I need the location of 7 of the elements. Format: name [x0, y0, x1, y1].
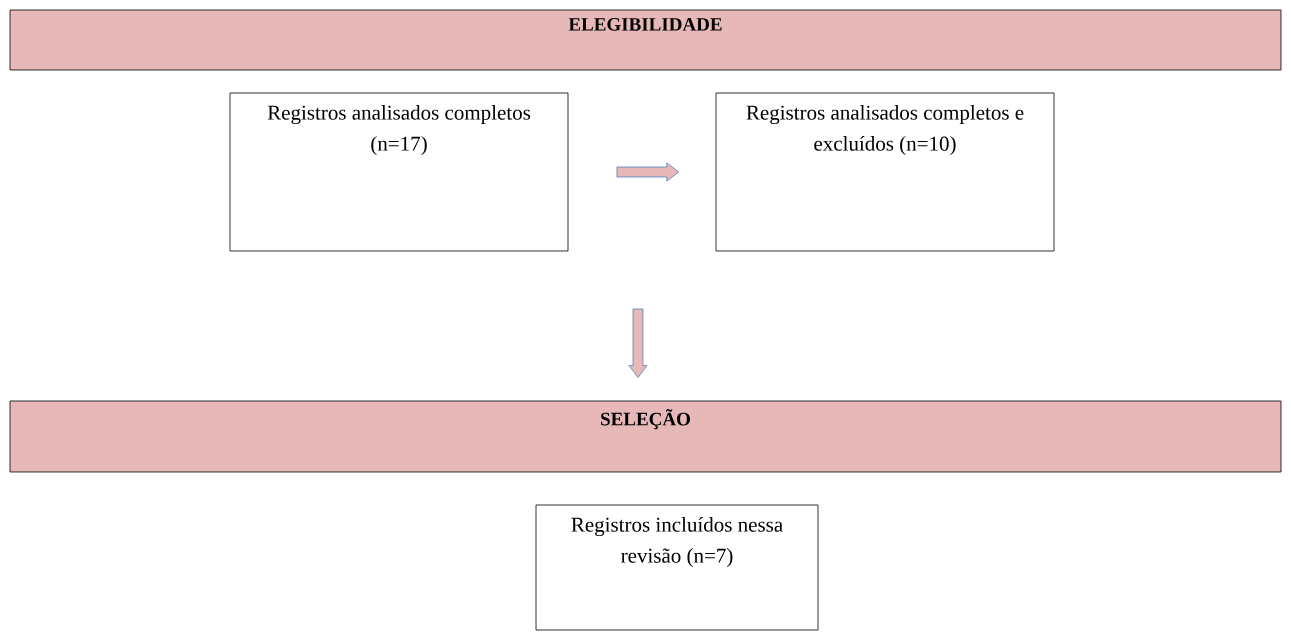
block-arrow [616, 162, 680, 182]
process-box: Registros analisados completos (n=17) [229, 92, 569, 252]
section-band: ELEGIBILIDADE [9, 9, 1282, 71]
process-box: Registros analisados completos e excluídos (n=10) [715, 92, 1055, 252]
block-arrow [628, 308, 648, 378]
process-box: Registros incluídos nessa revisão (n=7) [535, 504, 819, 631]
section-band: SELEÇÃO [9, 400, 1282, 473]
